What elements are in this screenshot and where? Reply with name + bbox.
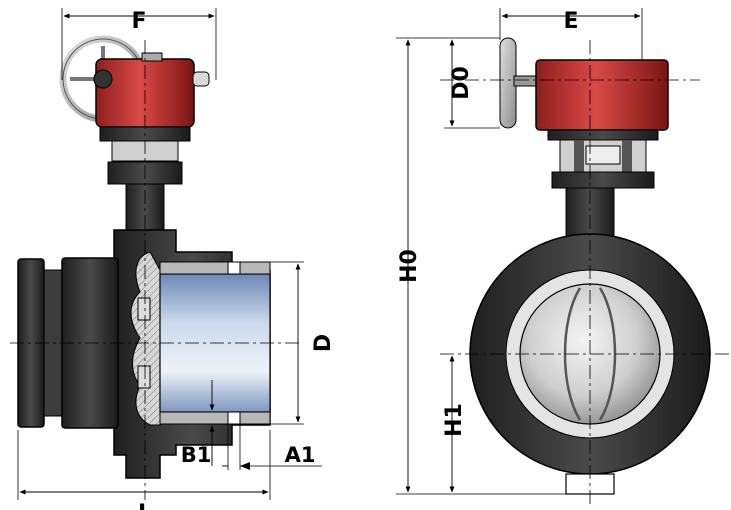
dimension-a1: A1 — [222, 424, 322, 470]
label-h0: H0 — [397, 249, 422, 283]
side-view — [10, 35, 300, 500]
label-b1: B1 — [181, 443, 212, 467]
dimension-h0: H0 — [396, 37, 566, 495]
label-h1: H1 — [442, 403, 467, 437]
dimension-d: D — [270, 261, 336, 425]
dimension-b1: B1 — [181, 380, 215, 467]
section-liner — [130, 251, 233, 426]
label-a1: A1 — [285, 443, 316, 467]
dimension-d0: D0 — [444, 37, 500, 129]
label-f: F — [131, 9, 146, 34]
label-e: E — [563, 9, 578, 34]
dimension-e: E — [499, 8, 643, 60]
indicator-stub — [192, 71, 210, 87]
dimension-h1: H1 — [442, 355, 467, 493]
label-d: D — [311, 334, 336, 352]
label-d0: D0 — [449, 66, 474, 100]
gearbox-front — [535, 59, 669, 131]
dimension-l: L — [17, 430, 271, 510]
front-view — [440, 37, 730, 505]
label-l: L — [138, 501, 152, 510]
dimension-f: F — [61, 8, 217, 80]
